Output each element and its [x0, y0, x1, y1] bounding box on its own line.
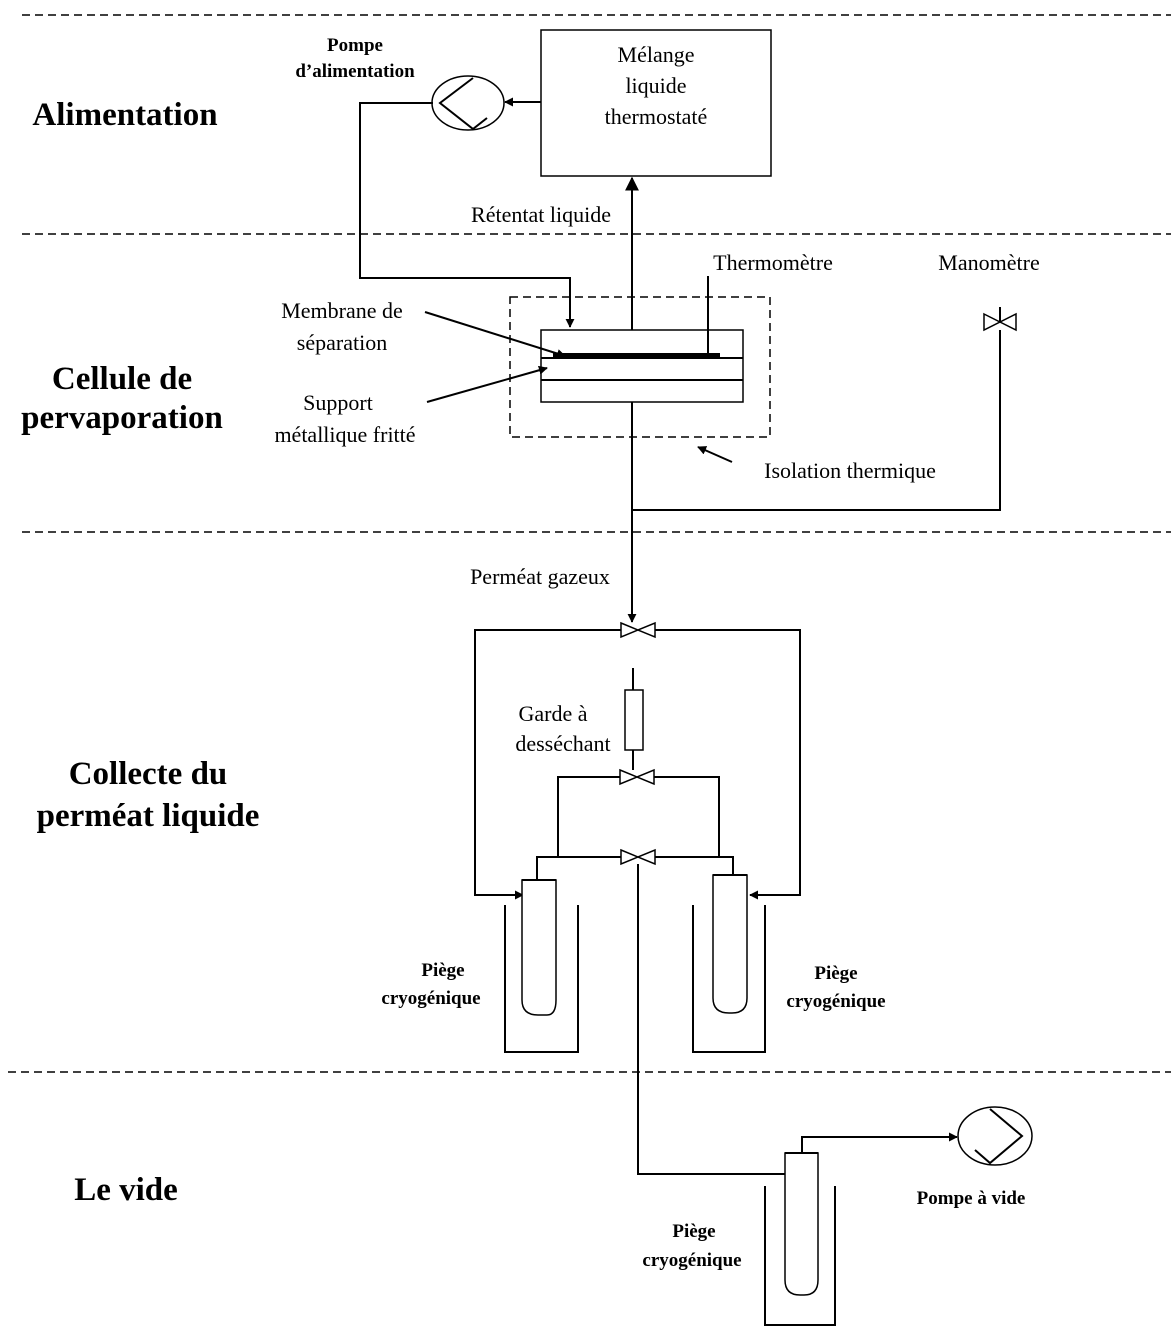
membrane-label: Membrane de: [281, 298, 403, 323]
drying-guard-label: Garde à: [518, 701, 587, 726]
section-title-vide: Le vide: [74, 1172, 178, 1208]
vacuum-line: [637, 864, 785, 1175]
section-title-alimentation: Alimentation: [32, 97, 217, 133]
mixture-label-3: thermostaté: [605, 104, 708, 129]
mixture-label: Mélange: [618, 42, 695, 67]
permeate-line: [631, 330, 1001, 511]
feed-line-to-cell: [359, 102, 575, 328]
support-label-2: métallique fritté: [274, 422, 415, 447]
section-title-cellule: Cellule de: [52, 361, 192, 397]
drying-guard: [624, 689, 644, 751]
manometer-label: Manomètre: [938, 250, 1039, 275]
vacuum-cold-trap: [764, 1152, 836, 1326]
inlet-valve-icon: [620, 621, 656, 639]
left-trap-label-2: cryogénique: [381, 988, 480, 1009]
support-label: Support: [303, 390, 373, 415]
manometer-valve-icon: [983, 307, 1017, 332]
left-trap-label: Piège: [421, 960, 464, 981]
membrane-pointer: [424, 311, 566, 358]
pervaporation-cell: [540, 329, 744, 403]
retentate-label: Rétentat liquide: [471, 202, 611, 227]
section-title-collecte: Collecte du: [69, 756, 228, 792]
right-bypass-line: [655, 629, 801, 900]
thermal-insulation: [509, 296, 771, 438]
section-title-collecte-2: perméat liquide: [37, 798, 260, 834]
vacuum-trap-label: Piège: [672, 1221, 715, 1242]
section-title-cellule-2: pervaporation: [21, 400, 223, 436]
feed-pump-label-2: d’alimentation: [295, 61, 415, 82]
right-trap-label: Piège: [814, 963, 857, 984]
insulation-pointer: [697, 446, 733, 463]
membrane-label-2: séparation: [297, 330, 387, 355]
guard-branch-left: [557, 776, 620, 856]
left-bypass-line: [474, 629, 621, 900]
vacuum-pump-label: Pompe à vide: [917, 1188, 1026, 1209]
mixture-label-2: liquide: [625, 73, 686, 98]
guard-branch-right: [654, 776, 720, 856]
vacuum-trap-label-2: cryogénique: [642, 1250, 741, 1271]
vacuum-valve-icon: [620, 848, 656, 866]
right-trap-label-2: cryogénique: [786, 991, 885, 1012]
feed-pump-icon: [431, 75, 505, 131]
guard-valve-icon: [619, 768, 655, 786]
vacuum-pump-line: [801, 1132, 958, 1153]
feed-pump-label: Pompe: [327, 35, 383, 56]
left-cold-trap: [504, 879, 579, 1053]
drying-guard-label-2: desséchant: [515, 731, 610, 756]
gaseous-permeate-label: Perméat gazeux: [470, 564, 610, 589]
thermometer-label: Thermomètre: [713, 250, 833, 275]
vacuum-pump-icon: [957, 1106, 1033, 1166]
thermostated-mixture-tank: [540, 29, 772, 177]
right-cold-trap: [692, 874, 766, 1053]
support-pointer: [426, 365, 548, 403]
insulation-label: Isolation thermique: [764, 458, 936, 483]
